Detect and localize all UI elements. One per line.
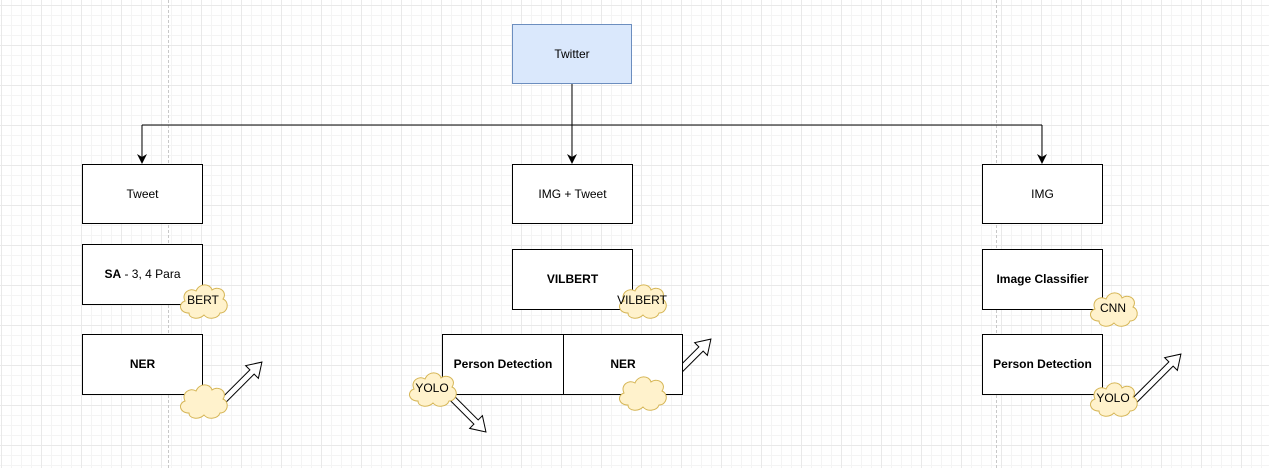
vilbert-cloud[interactable]: VILBERT bbox=[614, 280, 670, 320]
image-classifier-node[interactable]: Image Classifier bbox=[982, 249, 1103, 310]
yolo-cloud-right-label: YOLO bbox=[1096, 391, 1130, 405]
page-break-line-left bbox=[168, 0, 169, 468]
empty-cloud-left-label bbox=[175, 380, 231, 420]
cloud-shape bbox=[1090, 382, 1138, 417]
person-detection-node-right[interactable]: Person Detection bbox=[982, 334, 1103, 395]
page-break-line-right bbox=[996, 0, 997, 468]
img-tweet-node[interactable]: IMG + Tweet bbox=[512, 164, 633, 224]
sa-node[interactable]: SA - 3, 4 Para bbox=[82, 244, 203, 305]
person-detection-node-mid[interactable]: Person Detection bbox=[442, 334, 564, 395]
vilbert-node[interactable]: VILBERT bbox=[512, 249, 633, 310]
bert-cloud-label: BERT bbox=[187, 293, 219, 307]
block-arrow-right[interactable] bbox=[1124, 348, 1188, 412]
yolo-cloud-mid[interactable]: YOLO bbox=[404, 368, 460, 408]
twitter-node[interactable]: Twitter bbox=[512, 24, 632, 84]
block-arrow-mid-yolo[interactable] bbox=[446, 392, 493, 439]
img-node[interactable]: IMG bbox=[982, 164, 1103, 224]
cloud-shape bbox=[1090, 292, 1138, 327]
cnn-cloud-label: CNN bbox=[1100, 301, 1126, 315]
cloud-shape bbox=[409, 372, 457, 407]
sa-node-label: - 3, 4 Para bbox=[121, 267, 181, 282]
tweet-node[interactable]: Tweet bbox=[82, 164, 203, 224]
cloud-shape bbox=[180, 284, 228, 319]
empty-cloud-mid[interactable] bbox=[614, 372, 670, 412]
cnn-cloud[interactable]: CNN bbox=[1085, 288, 1141, 328]
cloud-shape bbox=[619, 284, 667, 319]
empty-cloud-mid-label bbox=[614, 372, 670, 412]
yolo-cloud-mid-label: YOLO bbox=[415, 381, 449, 395]
ner-node-left[interactable]: NER bbox=[82, 334, 203, 395]
yolo-cloud-right[interactable]: YOLO bbox=[1085, 378, 1141, 418]
cloud-shape bbox=[180, 384, 228, 419]
empty-cloud-left[interactable] bbox=[175, 380, 231, 420]
sa-node-bold-label: SA bbox=[104, 267, 122, 282]
bert-cloud[interactable]: BERT bbox=[175, 280, 231, 320]
cloud-shape bbox=[619, 376, 667, 411]
vilbert-cloud-label: VILBERT bbox=[617, 293, 667, 307]
